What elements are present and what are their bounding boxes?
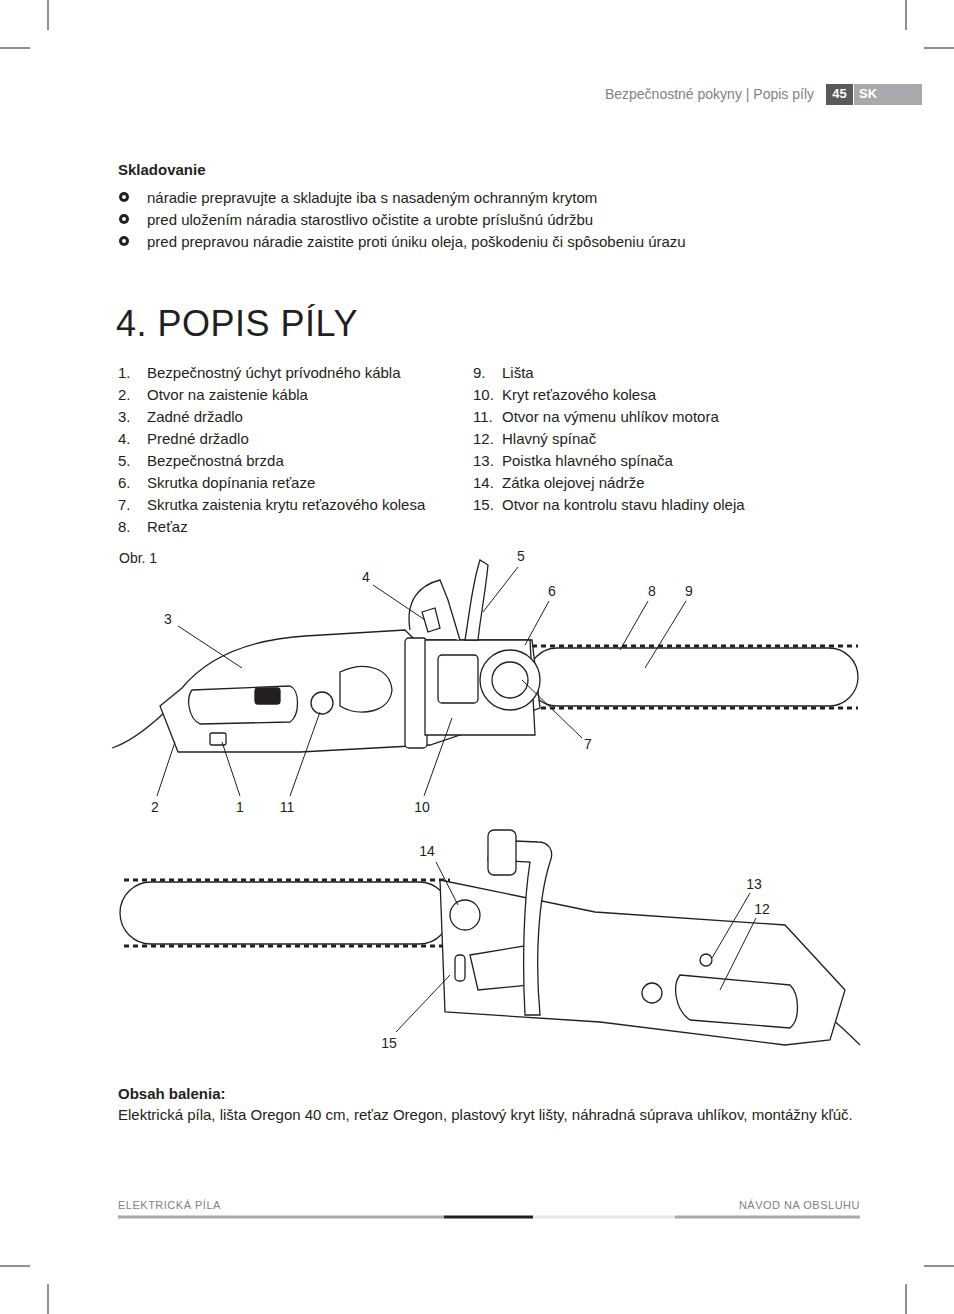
leader-lines [157,567,756,1032]
list-number: 15. [473,496,494,514]
footer-rule [118,1216,860,1219]
part-name: Otvor na výmenu uhlíkov motora [502,408,719,426]
bullet-icons [119,192,129,246]
list-number: 13. [473,452,494,470]
list-number: 9. [473,364,486,382]
part-name: Predné držadlo [147,430,249,448]
chainsaw-side-view [112,560,858,752]
part-name: Poistka hlavného spínača [502,452,673,470]
callout-number: 4 [356,569,376,586]
contents-heading: Obsah balenia: [118,1085,226,1103]
list-number: 11. [473,408,493,426]
callout-number: 12 [752,901,772,918]
list-number: 8. [118,518,131,536]
bullet-text: pred uložením náradia starostlivo očisti… [147,211,593,229]
page-number-box [826,84,853,105]
list-number: 12. [473,430,494,448]
callout-number: 11 [277,799,297,816]
part-name: Reťaz [147,518,188,536]
callout-number: 1 [230,799,250,816]
part-name: Skrutka zaistenia krytu reťazového koles… [147,496,425,514]
part-name: Bezpečnostný úchyt prívodného kábla [147,364,401,382]
callout-number: 10 [412,799,432,816]
part-name: Zátka olejovej nádrže [502,474,645,492]
list-number: 7. [118,496,131,514]
list-number: 1. [118,364,131,382]
callout-number: 6 [542,583,562,600]
part-name: Zadné držadlo [147,408,243,426]
list-number: 3. [118,408,131,426]
section-title: 4. POPIS PÍLY [116,302,358,345]
callout-number: 5 [511,548,531,565]
callout-number: 7 [578,736,598,753]
callout-number: 8 [642,583,662,600]
chainsaw-opposite-view [120,830,860,1045]
list-number: 14. [473,474,494,492]
figure-label: Obr. 1 [119,550,157,567]
callout-number: 9 [679,583,699,600]
callout-number: 15 [379,1035,399,1052]
callout-number: 2 [145,799,165,816]
page-number: 45 [826,86,853,102]
running-header: Bezpečnostné pokyny | Popis píly [605,86,814,103]
language-box [854,84,922,105]
section-heading: Skladovanie [118,161,206,179]
list-number: 2. [118,386,131,404]
list-number: 5. [118,452,131,470]
language-code: SK [859,86,877,102]
callout-number: 13 [744,876,764,893]
part-name: Otvor na zaistenie kábla [147,386,308,404]
list-number: 4. [118,430,131,448]
part-name: Bezpečnostná brzda [147,452,284,470]
part-name: Skrutka dopínania reťaze [147,474,315,492]
bullet-text: náradie prepravujte a skladujte iba s na… [147,189,597,207]
part-name: Lišta [502,364,534,382]
footer-text: ELEKTRICKÁ PÍLA [118,1199,221,1212]
callout-number: 3 [158,611,178,628]
bullet-text: pred prepravou náradie zaistite proti ún… [147,233,686,251]
contents-text: Elektrická píla, lišta Oregon 40 cm, reť… [118,1106,853,1124]
list-number: 10. [473,386,494,404]
part-name: Otvor na kontrolu stavu hladiny oleja [502,496,745,514]
footer-text: NÁVOD NA OBSLUHU [739,1199,860,1212]
list-number: 6. [118,474,131,492]
part-name: Kryt reťazového kolesa [502,386,656,404]
part-name: Hlavný spínač [502,430,596,448]
callout-number: 14 [417,843,437,860]
